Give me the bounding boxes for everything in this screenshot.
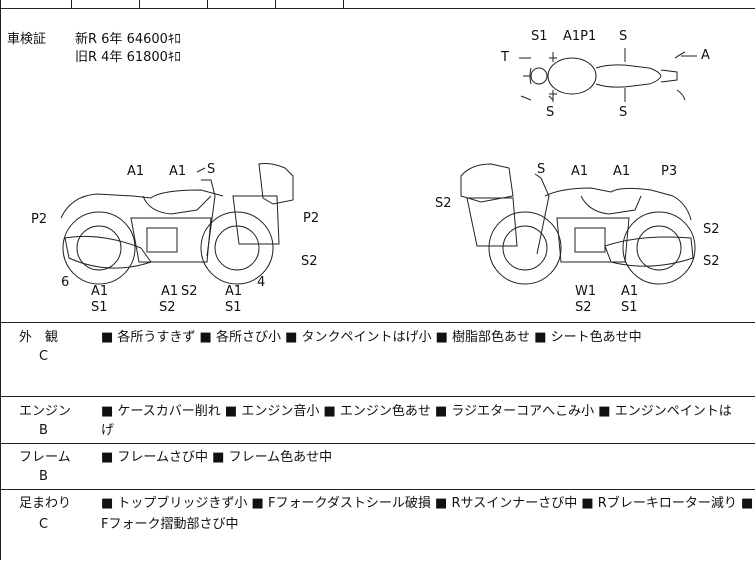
notes-exterior: ■ 各所うすきず ■ 各所さび小 ■ タンクペイントはげ小 ■ 樹脂部色あせ ■…: [101, 330, 642, 345]
notes-chassis: ■ トップブリッジきず小 ■ Fフォークダストシール破損 ■ Rサスインナーさび…: [101, 496, 754, 511]
left-label-a1: A1: [127, 164, 145, 179]
left-view-drawing: [60, 163, 294, 285]
motorcycle-diagrams: [60, 48, 697, 285]
right-label-p3: P3: [661, 164, 678, 179]
left-label-4: 4: [257, 275, 266, 290]
header-divider: [71, 0, 72, 8]
right-label-s2: S2: [435, 196, 452, 211]
inspection-new: 新R 6年 64600ｷﾛ: [75, 32, 181, 47]
right-label-s2: S2: [575, 300, 592, 315]
left-label-a1: A1: [161, 284, 179, 299]
header-divider: [139, 0, 140, 8]
top-label-t: T: [501, 50, 509, 65]
row-divider: [1, 8, 755, 9]
right-view-drawing: [460, 163, 696, 285]
section-name-chassis: 足まわり: [19, 496, 72, 511]
left-label-s: S: [207, 162, 216, 177]
left-label-p2: P2: [31, 212, 48, 227]
top-label-s: S: [619, 29, 628, 44]
left-label-s2: S2: [181, 284, 198, 299]
row-divider: [1, 322, 755, 323]
row-divider: [1, 443, 755, 444]
right-label-a1: A1: [571, 164, 589, 179]
grade-engine: B: [39, 423, 48, 438]
left-label-s1: S1: [91, 300, 108, 315]
left-label-s1: S1: [225, 300, 242, 315]
top-view-drawing: [519, 48, 697, 102]
notes-engine: ■ ケースカバー削れ ■ エンジン音小 ■ エンジン色あせ ■ ラジエターコアへ…: [101, 404, 732, 419]
top-label-a1p1: A1P1: [563, 29, 597, 44]
grade-frame: B: [39, 469, 48, 484]
left-label-a1: A1: [169, 164, 187, 179]
right-label-w1: W1: [575, 284, 597, 299]
section-name-engine: エンジン: [19, 404, 72, 419]
right-label-s1: S1: [621, 300, 638, 315]
inspection-old: 旧R 4年 61800ｷﾛ: [75, 50, 181, 65]
row-divider: [1, 489, 755, 490]
left-label-6: 6: [61, 275, 70, 290]
inspection-label: 車検証: [7, 32, 47, 47]
section-name-exterior: 外 観: [19, 330, 59, 345]
notes-chassis-cont: Fフォーク摺動部さび中: [101, 517, 239, 532]
grade-exterior: C: [39, 349, 49, 364]
top-label-s-bottom-right: S: [619, 105, 628, 120]
header-divider: [207, 0, 208, 8]
right-label-a1: A1: [613, 164, 631, 179]
left-label-a1: A1: [91, 284, 109, 299]
right-label-s: S: [537, 162, 546, 177]
top-label-s-bottom-left: S: [546, 105, 555, 120]
notes-frame: ■ フレームさび中 ■ フレーム色あせ中: [101, 450, 333, 465]
right-label-a1: A1: [621, 284, 639, 299]
row-divider: [1, 396, 755, 397]
top-label-s1: S1: [531, 29, 548, 44]
left-label-s2: S2: [159, 300, 176, 315]
right-label-s2: S2: [703, 254, 720, 269]
header-divider: [343, 0, 344, 8]
grade-chassis: C: [39, 517, 49, 532]
left-label-p2: P2: [303, 211, 320, 226]
section-name-frame: フレーム: [19, 450, 71, 465]
left-label-s2: S2: [301, 254, 318, 269]
right-label-s2: S2: [703, 222, 720, 237]
header-divider: [275, 0, 276, 8]
notes-engine-cont: げ: [101, 423, 115, 438]
top-label-a: A: [701, 48, 710, 63]
left-label-a1: A1: [225, 284, 243, 299]
